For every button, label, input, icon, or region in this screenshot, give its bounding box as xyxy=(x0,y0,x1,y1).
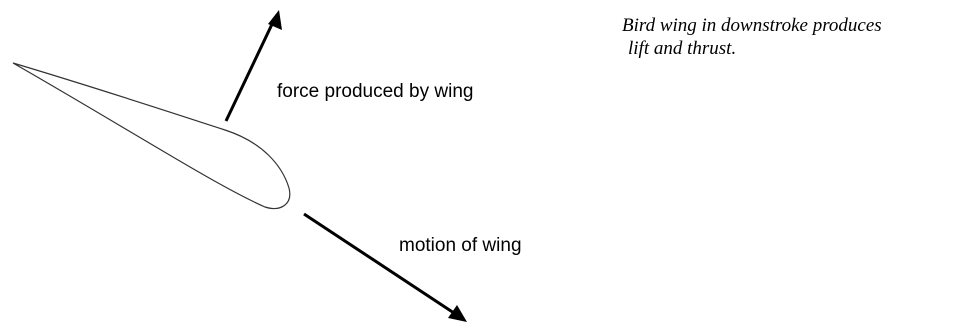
caption-line-1: Bird wing in downstroke produces xyxy=(622,15,882,36)
caption-line-2: lift and thrust. xyxy=(628,38,737,59)
diagram-caption: Bird wing in downstroke produces lift an… xyxy=(622,14,882,60)
force-label: force produced by wing xyxy=(277,81,474,102)
motion-arrowhead xyxy=(448,305,467,322)
force-arrowhead xyxy=(268,10,282,30)
motion-label: motion of wing xyxy=(399,235,522,256)
motion-arrow xyxy=(303,212,455,315)
wing-airfoil xyxy=(12,62,291,209)
force-arrow xyxy=(224,19,276,122)
